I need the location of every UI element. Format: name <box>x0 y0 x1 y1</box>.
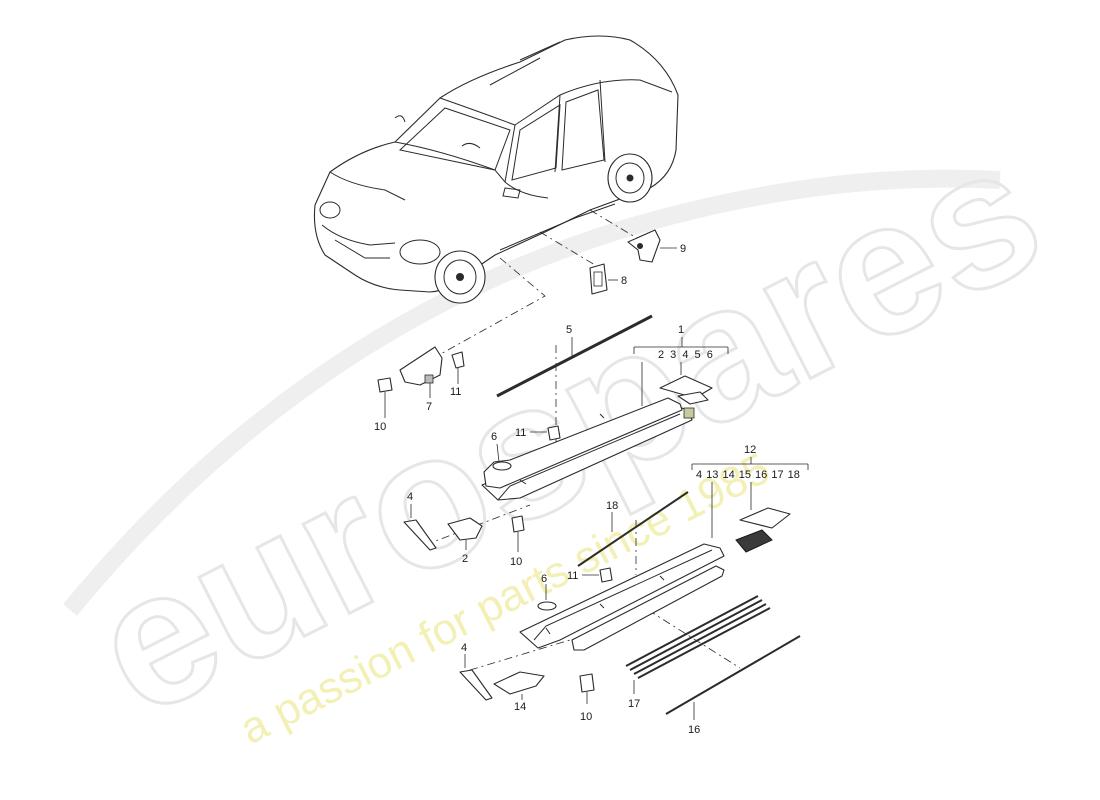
callout-14: 14 <box>514 701 526 713</box>
callout-10-c: 10 <box>580 711 592 723</box>
callout-11-a: 11 <box>450 386 461 398</box>
part-4-upper-trim: 4 <box>403 491 437 551</box>
callout-6-b: 6 <box>541 573 547 585</box>
callout-5: 5 <box>566 324 572 336</box>
part-17-trim-strips: 17 <box>625 595 771 710</box>
callout-10-a: 10 <box>374 421 386 433</box>
part-14-end-cap: 14 <box>493 671 545 713</box>
part-16-rod: 16 <box>665 635 801 736</box>
part-8-clip: 8 <box>589 263 627 295</box>
part-2-end-cap: 2 <box>447 517 483 565</box>
part-18-rod: 18 <box>577 491 689 567</box>
lower-sill-panel <box>519 507 791 651</box>
callout-11-c: 11 <box>567 570 578 582</box>
part-10-middle-screw: 10 <box>510 515 525 568</box>
group-12-bracket: 12 4 13 14 15 16 17 18 <box>691 444 809 538</box>
callout-12-sub: 4 13 14 15 16 17 18 <box>696 469 800 481</box>
vehicle-illustration <box>313 35 679 304</box>
part-6-upper-pad: 6 <box>491 431 512 471</box>
callout-10-b: 10 <box>510 556 522 568</box>
part-11-upper-clip: 11 <box>515 425 561 441</box>
callout-7: 7 <box>426 401 432 413</box>
callout-11-b: 11 <box>515 427 526 439</box>
callout-16: 16 <box>688 724 700 736</box>
part-6-lower-pad: 6 <box>537 573 557 611</box>
part-11-lower-clip: 11 <box>567 567 613 583</box>
part-7-bracket: 7 11 10 <box>374 346 465 433</box>
callout-2: 2 <box>462 553 468 565</box>
callout-4-a: 4 <box>407 491 413 503</box>
callout-6-a: 6 <box>491 431 497 443</box>
part-9-bracket: 9 <box>627 229 686 263</box>
group-1-bracket: 1 2 3 4 5 6 <box>633 324 729 406</box>
part-5-rod: 5 <box>496 314 653 398</box>
callout-1-sub: 2 3 4 5 6 <box>658 349 713 361</box>
callout-4-b: 4 <box>461 642 467 654</box>
callout-12: 12 <box>744 444 756 456</box>
callout-8: 8 <box>621 275 627 287</box>
callout-17: 17 <box>628 698 640 710</box>
callout-18: 18 <box>606 500 618 512</box>
part-4-lower-trim: 4 <box>459 642 493 701</box>
watermark-swoosh <box>63 169 1001 616</box>
callout-9: 9 <box>680 243 686 255</box>
part-10-lower-screw: 10 <box>579 673 595 723</box>
upper-sill-panel <box>481 375 713 501</box>
callout-1: 1 <box>678 324 684 336</box>
